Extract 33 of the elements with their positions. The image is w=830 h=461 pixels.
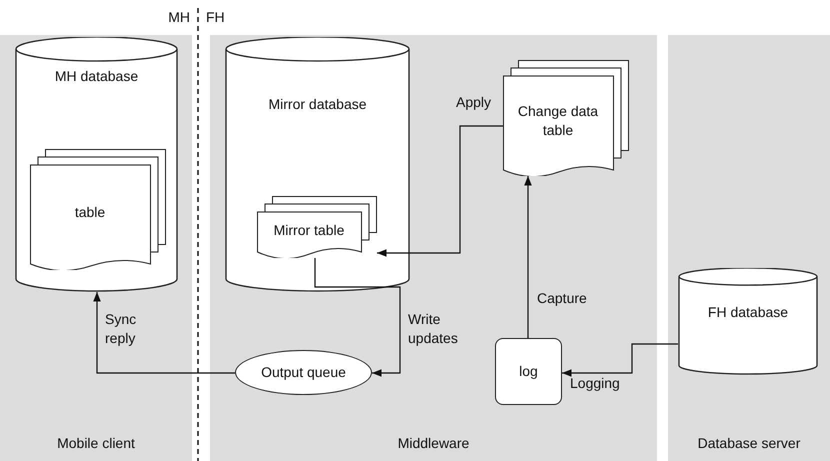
database-cylinder — [15, 37, 178, 292]
zone-panel — [0, 35, 192, 461]
database-label: Mirror database — [267, 95, 368, 114]
connector-arrow — [562, 343, 678, 377]
document-label: Change data table — [516, 102, 600, 140]
database-cylinder — [225, 37, 410, 292]
zone-marker: MH — [168, 8, 190, 27]
database-label: MH database — [54, 67, 140, 86]
zone-label: Database server — [696, 434, 802, 453]
zone-panel — [210, 35, 657, 461]
zone-panel — [668, 35, 830, 461]
edge-label: Apply — [456, 93, 492, 112]
document-stack — [503, 60, 629, 176]
document-label: Mirror table — [272, 220, 346, 240]
database-cylinder — [678, 268, 818, 375]
connector-arrow — [524, 176, 532, 338]
node-label: Output queue — [261, 363, 346, 382]
document-label: table — [74, 203, 106, 222]
edge-label: Sync reply — [105, 310, 138, 348]
connector-arrow — [377, 125, 503, 257]
edge-label: Capture — [537, 289, 588, 308]
zone-label: Mobile client — [56, 434, 136, 453]
node-label: log — [518, 362, 539, 381]
edge-label: Logging — [570, 374, 621, 393]
database-label: FH database — [706, 303, 790, 322]
document-stack — [30, 149, 166, 270]
edge-label: Write updates — [408, 310, 459, 348]
document-stack — [257, 196, 377, 258]
zone-label: Middleware — [396, 434, 470, 453]
log-box — [495, 338, 562, 405]
connector-arrow — [314, 258, 401, 377]
connector-arrow — [93, 292, 235, 374]
zone-marker: FH — [206, 8, 225, 27]
